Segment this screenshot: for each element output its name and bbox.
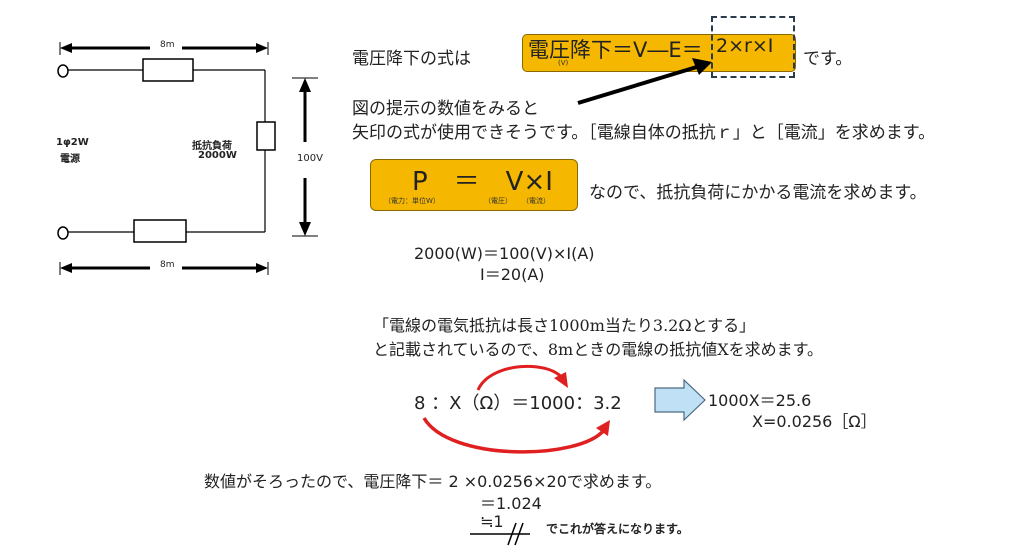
circuit-wires	[68, 69, 266, 233]
final-line1: 数値がそろったので、電圧降下＝ 2 ×0.0256×20で求めます。	[204, 472, 662, 491]
line-resistor-top	[142, 58, 194, 82]
proportion-equation: 8 ：X（Ω）＝1000：3.2	[414, 393, 622, 414]
proportion-result1: 1000X＝25.6	[708, 391, 812, 410]
formula1-intro: 電圧降下の式は	[352, 49, 471, 69]
statement-line1: 「電線の電気抵抗は長さ1000m当たり3.2Ωとする」	[373, 316, 756, 335]
statement-line2: と記載されているので、8mときの電線の抵抗値Xを求めます。	[373, 340, 824, 359]
source-label-line1: 1φ2W	[56, 137, 89, 148]
bottom-distance-label: 8m	[158, 260, 177, 270]
final-line2: ＝1.024	[480, 494, 542, 513]
line-resistor-bottom	[133, 219, 187, 243]
formula2-suffix: なので、抵抗負荷にかかる電流を求めます。	[589, 183, 927, 203]
voltage-drop-formula-text: 電圧降下＝V―E＝	[528, 38, 703, 62]
formula1-suffix: です。	[803, 49, 853, 69]
calc1-line1: 2000(W)＝100(V)×I(A)	[414, 244, 595, 263]
proportion-result2: X=0.0256［Ω］	[752, 412, 877, 431]
text-line1: 図の提示の数値をみると	[352, 99, 539, 119]
voltage-drop-unit: (V)	[558, 59, 569, 67]
source-terminals	[57, 64, 69, 240]
bottom-dimension-arrow	[59, 262, 269, 275]
voltage-unit-label: （電圧）	[484, 197, 512, 205]
top-dimension-arrow	[59, 42, 269, 55]
top-distance-label: 8m	[158, 40, 177, 50]
final-answer-text: でこれが答えになります。	[546, 522, 689, 536]
text-line2: 矢印の式が使用できそうです。［電線自体の抵抗ｒ」と［電流」を求めます。	[352, 123, 936, 143]
power-formula-text: P ＝ V×I	[412, 167, 553, 197]
voltage-label: 100V	[297, 153, 323, 164]
power-formula-box	[370, 159, 578, 211]
load-label-line1: 抵抗負荷	[192, 141, 232, 152]
load-resistor	[256, 121, 276, 151]
voltage-drop-highlight: 2×r×I	[716, 35, 774, 57]
load-label-line2: 2000W	[198, 150, 237, 161]
calc1-line2: I＝20(A)	[480, 265, 545, 284]
voltage-arrow	[292, 77, 318, 237]
power-unit-label: （電力：単位W）	[384, 197, 440, 205]
final-line3: ≒1	[480, 512, 504, 531]
source-label-line2: 電源	[60, 154, 80, 165]
current-unit-label: （電流）	[522, 197, 550, 205]
highlight-dashed-frame	[711, 16, 795, 78]
